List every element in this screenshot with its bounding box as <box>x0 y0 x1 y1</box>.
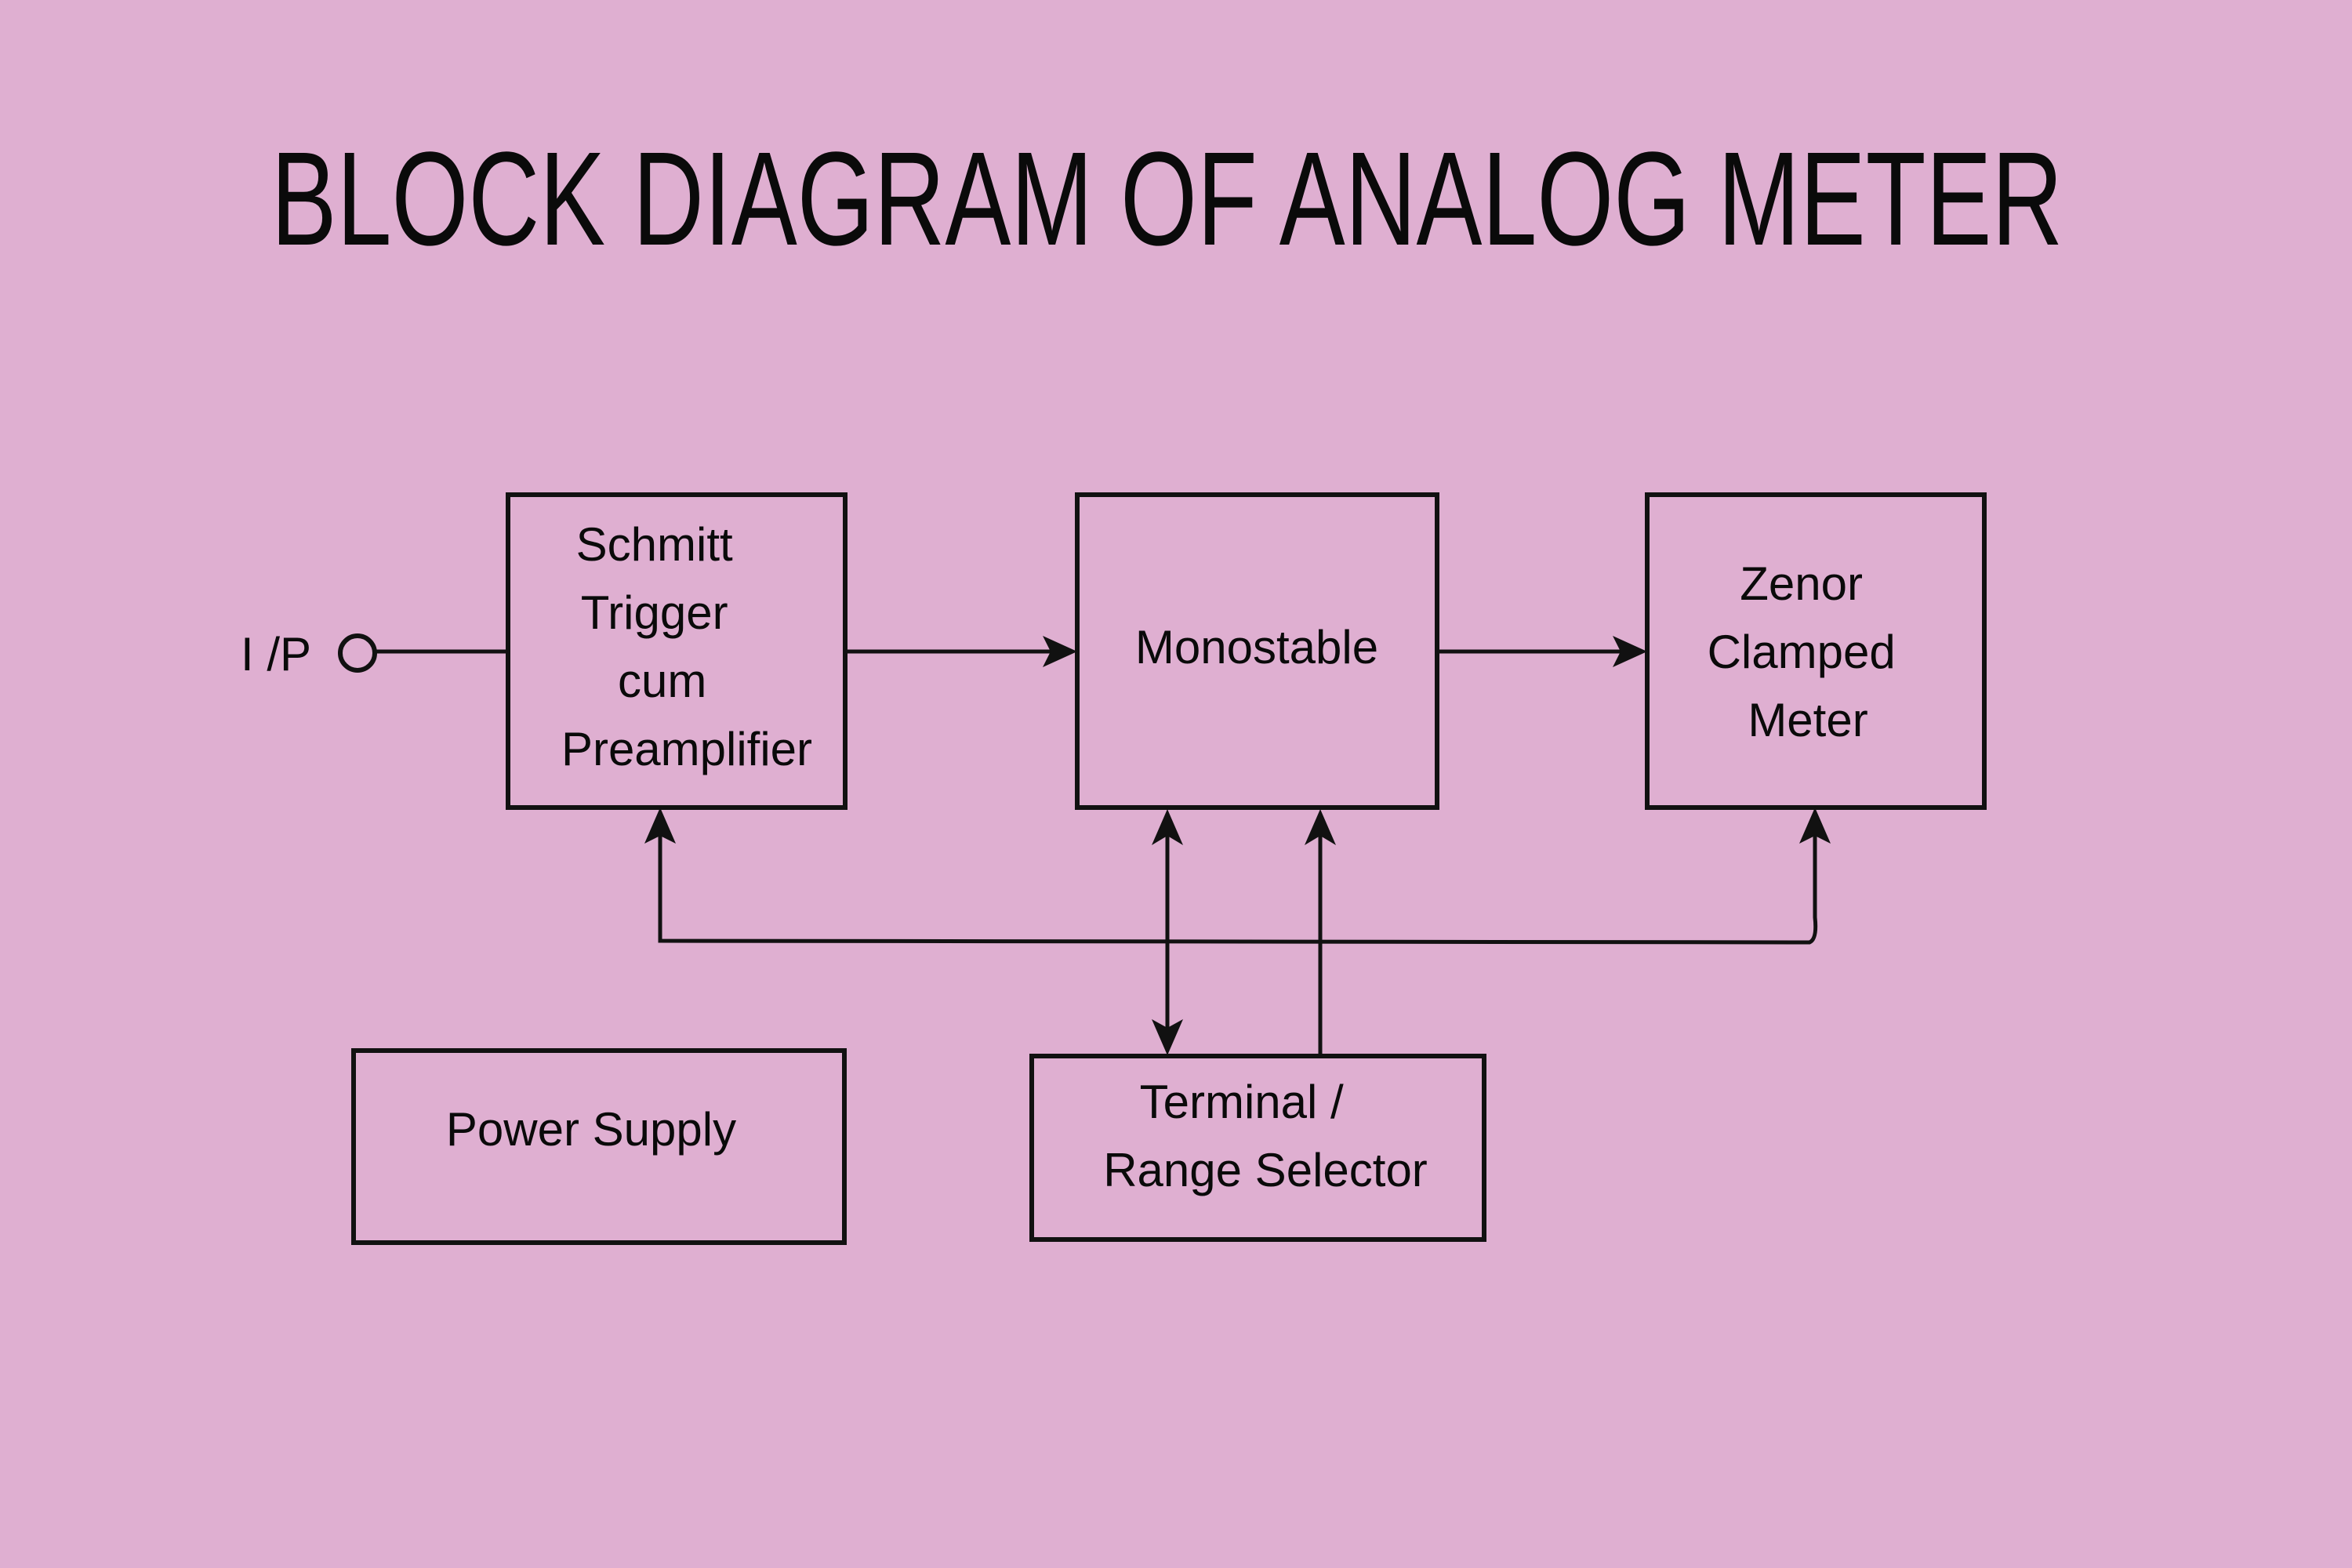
zenor-box <box>1645 492 1987 810</box>
terminal-line-2: Range Selector <box>1103 1144 1428 1196</box>
monostable-line-1: Monostable <box>1135 621 1378 673</box>
block-zenor-clamped-meter: Zenor Clamped Meter <box>1645 492 1987 810</box>
input-terminal-icon <box>338 633 377 673</box>
arrow-monostable-to-zenor <box>1437 636 1647 667</box>
input-label: I /P <box>241 628 311 681</box>
block-schmitt-trigger: Schmitt Trigger cum Preamplifier <box>506 492 848 810</box>
svg-text:Zenor Clamped Mete: Zenor Clamped Meter <box>1708 557 1909 746</box>
arrowhead-up-icon <box>644 808 676 844</box>
svg-text:Terminal / Range Selecto: Terminal / Range Selector <box>1103 1076 1428 1196</box>
schmitt-line-2: Trigger <box>581 586 728 639</box>
zenor-line-1: Zenor <box>1740 557 1863 610</box>
power-supply-line-1: Power Supply <box>446 1103 736 1156</box>
power-supply-box <box>351 1048 847 1245</box>
diagram-title: BLOCK DIAGRAM OF ANALOG METER <box>271 125 2063 274</box>
arrowhead-up-icon <box>1305 809 1336 845</box>
arrow-schmitt-to-monostable <box>845 636 1077 667</box>
zenor-line-2: Clamped <box>1708 626 1896 678</box>
arrowhead-icon <box>1613 636 1647 667</box>
arrowhead-icon <box>1043 636 1077 667</box>
arrow-terminal-to-monostable <box>1305 809 1336 1056</box>
bus-schmitt-to-zenor <box>644 808 1831 945</box>
svg-text:Schmitt Trigger cu: Schmitt Trigger cum Preamplifier <box>561 518 812 775</box>
block-power-supply: Power Supply <box>351 1048 847 1245</box>
schmitt-line-3: cum <box>618 655 706 707</box>
arrowhead-up-icon <box>1799 808 1831 844</box>
arrowhead-up-icon <box>1152 809 1183 845</box>
schmitt-line-4: Preamplifier <box>561 723 812 775</box>
zenor-line-3: Meter <box>1748 694 1867 746</box>
svg-text:Power Supply: Power Supply <box>446 1103 736 1156</box>
terminal-box <box>1029 1054 1486 1242</box>
block-monostable: Monostable <box>1075 492 1439 810</box>
arrow-monostable-terminal-bidirectional <box>1152 809 1183 1055</box>
block-terminal-range-selector: Terminal / Range Selector <box>1029 1054 1486 1242</box>
arrowhead-down-icon <box>1152 1019 1183 1055</box>
schmitt-line-1: Schmitt <box>576 518 733 571</box>
svg-text:Monostable: Monostable <box>1135 621 1378 673</box>
terminal-line-1: Terminal / <box>1140 1076 1344 1128</box>
